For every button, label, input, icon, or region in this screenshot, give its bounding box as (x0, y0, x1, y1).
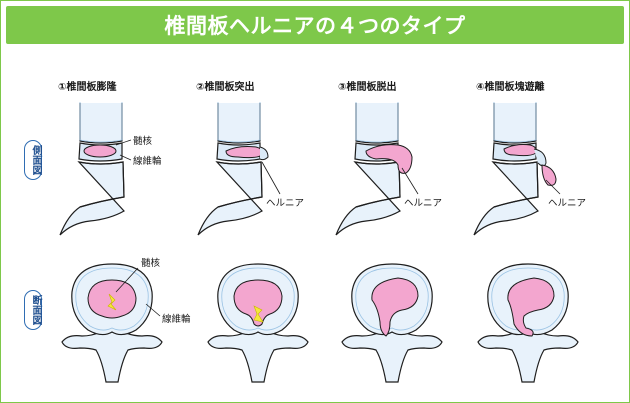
side-label-cross-section: 断面図 (24, 290, 42, 330)
lateral-extrusion-spine (335, 101, 413, 236)
lateral-protrusion-spine (197, 101, 269, 236)
hernia-label-extrusion: ヘルニア (404, 198, 442, 209)
annulus-label-lateral: 線維輪 (133, 155, 162, 167)
cross-section-bulge (61, 263, 163, 383)
panel-title-sequestration: ④椎間板塊遊離 (476, 82, 545, 93)
lateral-sequestration-spine (473, 101, 557, 236)
side-label-lateral-view: 側面図 (24, 140, 42, 180)
nucleus-label-lateral: 髄核 (133, 135, 153, 147)
cross-section-extrusion (341, 263, 443, 383)
panel-title-bulge: ①椎間板膨隆 (58, 82, 117, 93)
figure-title: 椎間板ヘルニアの４つのタイプ (164, 14, 466, 38)
hernia-label-sequestration: ヘルニア (548, 198, 586, 209)
annulus-label-cross: 線維輪 (162, 313, 191, 325)
cross-section-protrusion (207, 263, 309, 383)
title-bar: 椎間板ヘルニアの４つのタイプ (6, 6, 624, 44)
panel-title-protrusion: ②椎間板突出 (196, 82, 255, 93)
panel-title-extrusion: ③椎間板脱出 (338, 82, 397, 93)
lateral-bulge-spine (59, 101, 125, 236)
cross-section-sequestration (477, 263, 579, 383)
hernia-label-protrusion: ヘルニア (266, 198, 304, 209)
nucleus-label-cross: 髄核 (141, 257, 161, 269)
